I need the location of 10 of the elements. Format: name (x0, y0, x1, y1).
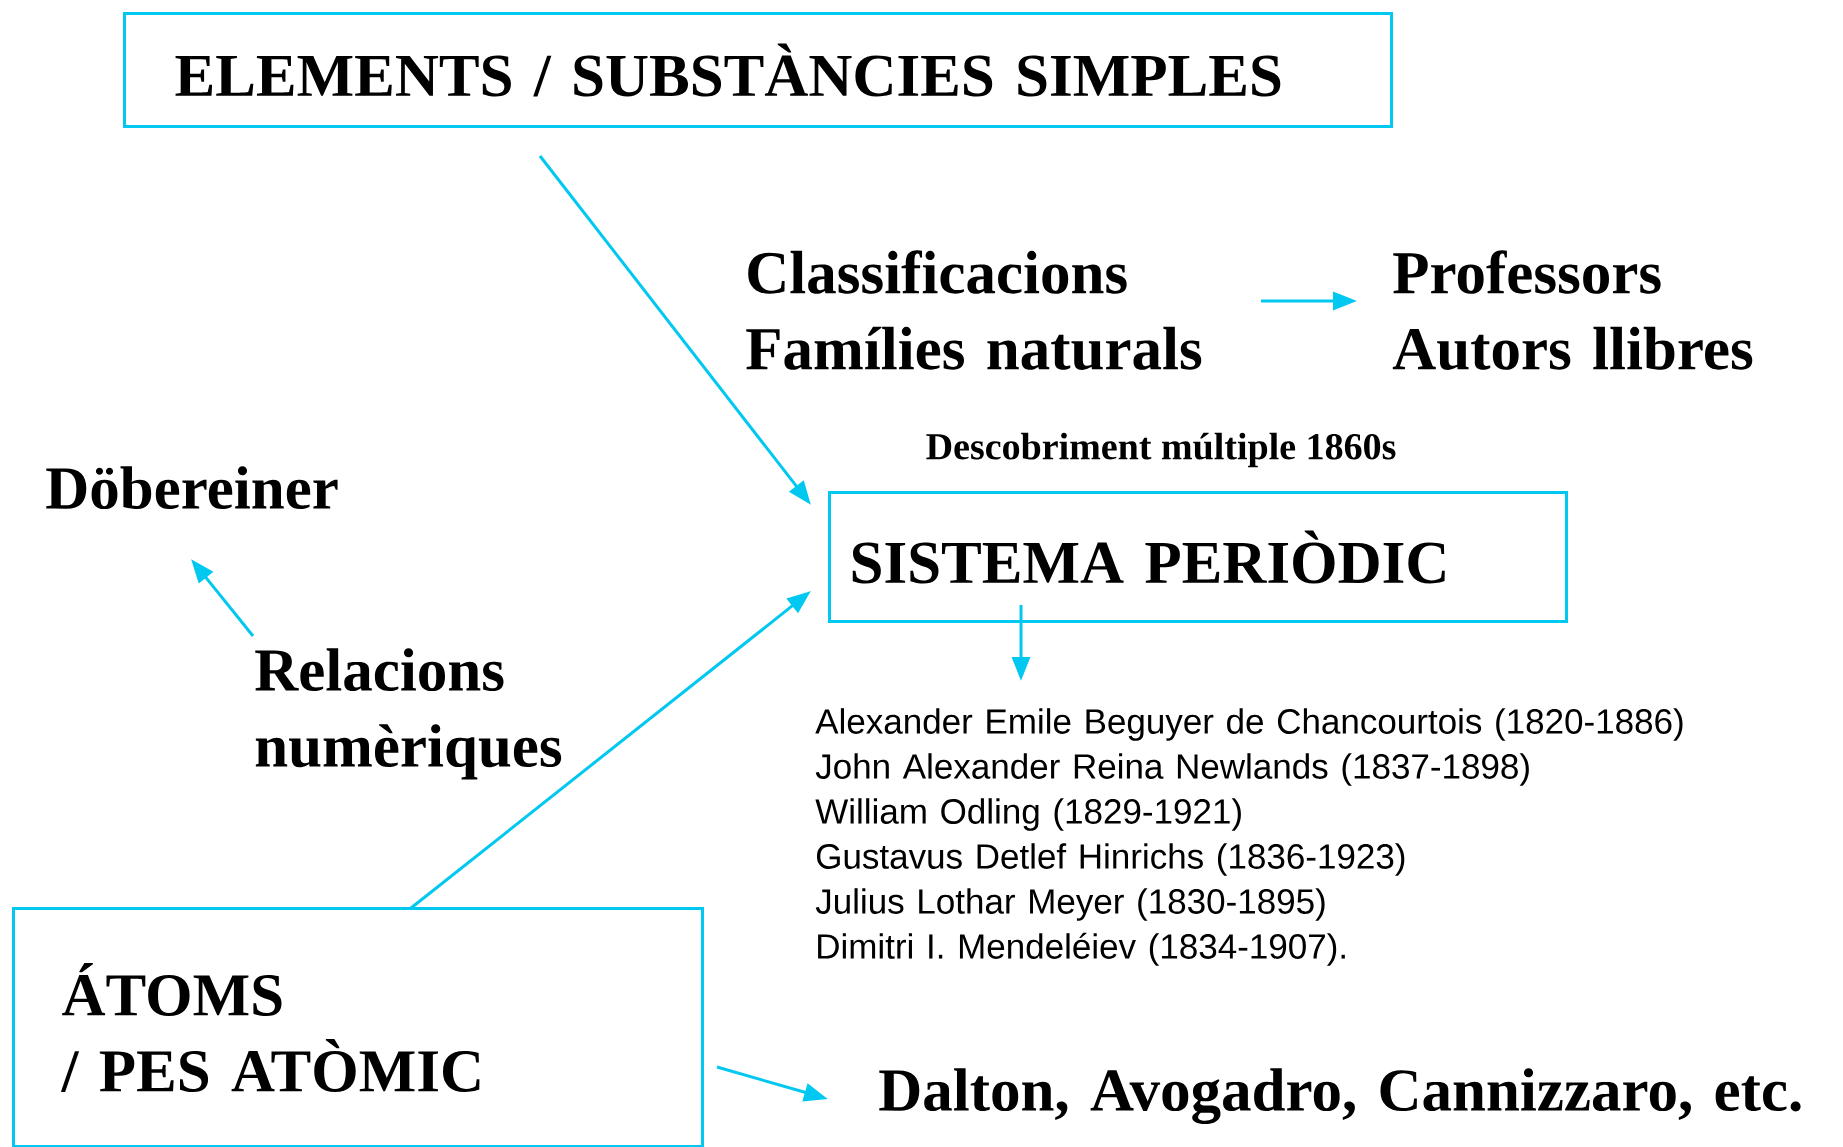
node-caption: Descobriment múltiple 1860s (926, 432, 1396, 468)
title-box: ÁTOMS / PES ATÒMIC (12, 907, 704, 1147)
name-list: Alexander Emile Beguyer de Chancourtois (1820-1886) John Alexander Reina Newlands (1837-1898) William Odling (1829-1921) Gustavus Detlef Hinrichs (1836-1923) Julius Lothar Meyer (1830-1895) Dimitri I. Mendeléiev (1834-1907). (815, 708, 1683, 966)
concept-label: Dalton, Avogadro, Cannizzaro, etc. (879, 1068, 1801, 1124)
concept-label: Relacions numèriques (255, 648, 562, 780)
concept-label: Döbereiner (46, 466, 338, 510)
title-box: SISTEMA PERIÒDIC (828, 491, 1568, 623)
title-box: ELEMENTS / SUBSTÀNCIES SIMPLES (123, 12, 1393, 128)
concept-label: Classificacions Famílies naturals (746, 250, 1202, 370)
concept-label: Professors Autors llibres (1392, 250, 1753, 370)
